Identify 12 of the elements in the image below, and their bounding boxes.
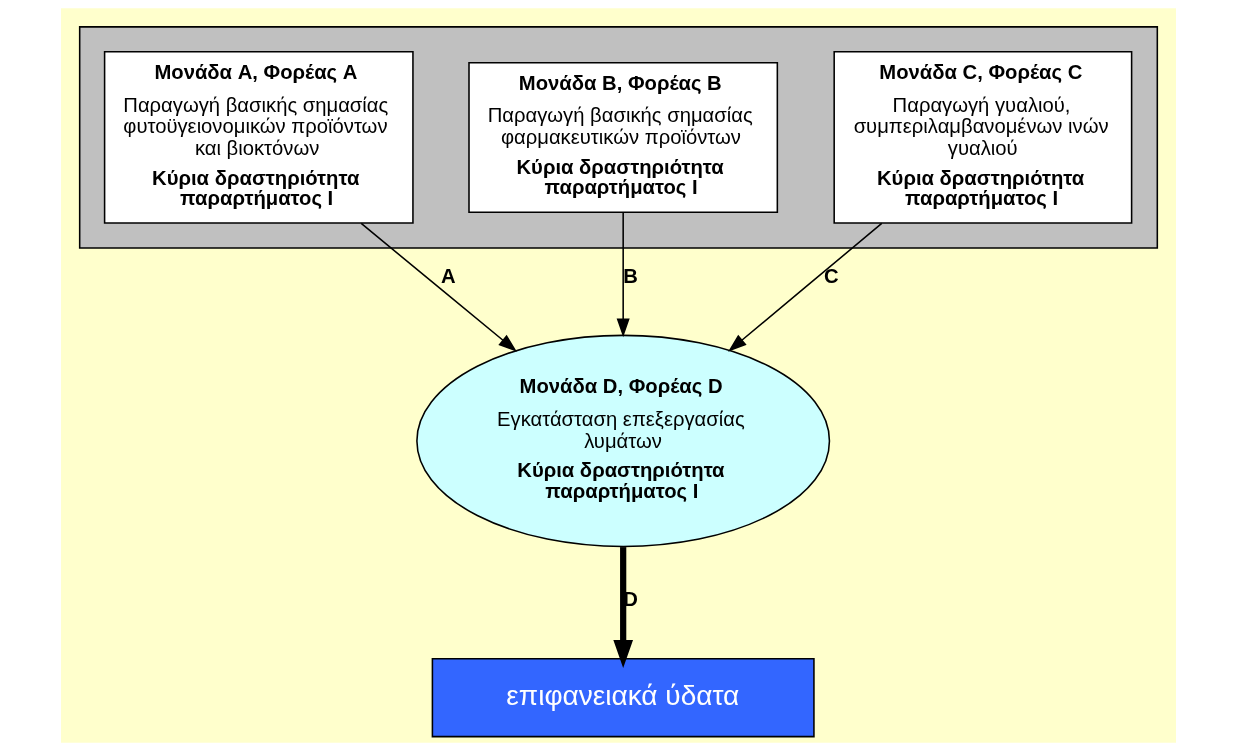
arrow <box>728 222 883 352</box>
node-box: επιφανειακά ύδατα <box>431 657 815 738</box>
edge-label: A <box>440 264 456 287</box>
node-box: Μονάδα A, Φορέας A Παραγωγή βασικής σημασίας φυτοϋγειονομικών προϊόντων και βιοκτόνων Κύρια δραστηριότητα παραρτήματος I <box>103 51 414 224</box>
edge-label: C <box>824 264 839 287</box>
node-box: Μονάδα B, Φορέας B Παραγωγή βασικής σημασίας φαρμακευτικών προϊόντων Κύρια δραστηριότητα παραρτήματος I <box>468 61 779 213</box>
cluster <box>78 26 1159 249</box>
edge-label: B <box>623 264 638 287</box>
arrow <box>613 547 633 669</box>
arrow <box>360 222 517 352</box>
node-box: Μονάδα C, Φορέας C Παραγωγή γυαλιού, συμπεριλαμβανομένων ινών γυαλιού Κύρια δραστηριότητα παραρτήματος I <box>833 51 1133 224</box>
arrow <box>616 211 630 338</box>
